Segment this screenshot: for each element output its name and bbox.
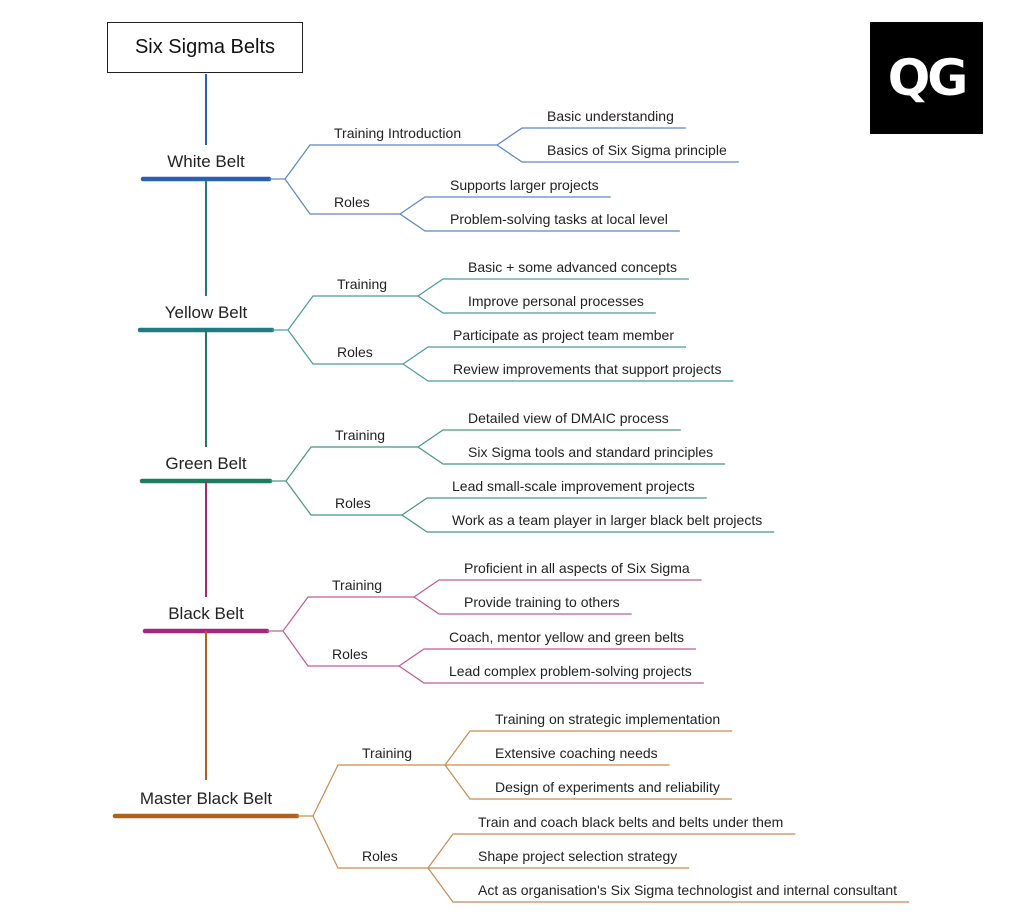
- leaf-label[interactable]: Six Sigma tools and standard principles: [468, 444, 713, 460]
- category-branch: [284, 144, 497, 180]
- category-label[interactable]: Training: [337, 276, 387, 292]
- leaf-label[interactable]: Shape project selection strategy: [478, 848, 677, 864]
- leaf-label[interactable]: Proficient in all aspects of Six Sigma: [464, 560, 690, 576]
- leaf-branch: [417, 429, 681, 448]
- leaf-label[interactable]: Training on strategic implementation: [495, 711, 720, 727]
- leaf-branch: [401, 497, 707, 516]
- category-branch: [284, 178, 400, 215]
- leaf-branch: [413, 579, 702, 598]
- category-label[interactable]: Roles: [335, 495, 371, 511]
- category-label[interactable]: Training: [335, 427, 385, 443]
- category-label[interactable]: Training Introduction: [334, 125, 461, 141]
- leaf-label[interactable]: Act as organisation's Six Sigma technolo…: [478, 882, 897, 898]
- leaf-label[interactable]: Basics of Six Sigma principle: [547, 142, 727, 158]
- category-label[interactable]: Roles: [337, 344, 373, 360]
- category-branch: [312, 815, 428, 869]
- leaf-label[interactable]: Extensive coaching needs: [495, 745, 658, 761]
- leaf-label[interactable]: Lead complex problem-solving projects: [449, 663, 692, 679]
- leaf-label[interactable]: Participate as project team member: [453, 327, 674, 343]
- category-label[interactable]: Roles: [334, 194, 370, 210]
- leaf-branch: [427, 833, 796, 869]
- category-branch: [285, 480, 402, 516]
- category-branch: [287, 329, 403, 365]
- leaf-branch: [399, 196, 611, 215]
- leaf-branch: [496, 144, 739, 163]
- leaf-branch: [413, 596, 632, 615]
- belt-label[interactable]: White Belt: [167, 152, 245, 171]
- leaf-label[interactable]: Review improvements that support project…: [453, 361, 721, 377]
- leaf-label[interactable]: Train and coach black belts and belts un…: [478, 814, 783, 830]
- belt-label[interactable]: Yellow Belt: [165, 303, 248, 322]
- category-branch: [287, 295, 418, 331]
- leaf-branch: [427, 867, 910, 903]
- leaf-label[interactable]: Provide training to others: [464, 594, 620, 610]
- belt-label[interactable]: Green Belt: [165, 454, 247, 473]
- leaf-branch: [444, 730, 733, 766]
- category-branch: [282, 630, 399, 667]
- leaf-label[interactable]: Basic + some advanced concepts: [468, 259, 677, 275]
- belt-label[interactable]: Black Belt: [168, 604, 244, 623]
- category-label[interactable]: Roles: [332, 646, 368, 662]
- leaf-branch: [417, 278, 689, 297]
- leaf-branch: [417, 446, 726, 465]
- leaf-label[interactable]: Work as a team player in larger black be…: [452, 512, 762, 528]
- belt-label[interactable]: Master Black Belt: [140, 789, 273, 808]
- leaf-branch: [402, 346, 686, 365]
- leaf-branch: [402, 363, 734, 382]
- leaf-branch: [444, 764, 732, 800]
- category-label[interactable]: Training: [332, 577, 382, 593]
- root-title[interactable]: Six Sigma Belts: [107, 22, 303, 73]
- leaf-branch: [417, 295, 656, 314]
- leaf-branch: [398, 665, 704, 684]
- leaf-branch: [399, 213, 680, 232]
- category-label[interactable]: Training: [362, 745, 412, 761]
- leaf-label[interactable]: Coach, mentor yellow and green belts: [449, 629, 684, 645]
- leaf-branch: [401, 514, 775, 533]
- leaf-branch: [398, 648, 697, 667]
- leaf-label[interactable]: Detailed view of DMAIC process: [468, 410, 669, 426]
- category-label[interactable]: Roles: [362, 848, 398, 864]
- qg-logo: QG: [870, 22, 983, 134]
- category-branch: [285, 446, 418, 482]
- leaf-label[interactable]: Design of experiments and reliability: [495, 779, 720, 795]
- leaf-label[interactable]: Supports larger projects: [450, 177, 599, 193]
- leaf-branch: [496, 127, 686, 146]
- leaf-label[interactable]: Problem-solving tasks at local level: [450, 211, 668, 227]
- category-branch: [312, 764, 445, 817]
- leaf-label[interactable]: Basic understanding: [547, 108, 674, 124]
- leaf-label[interactable]: Improve personal processes: [468, 293, 644, 309]
- category-branch: [282, 596, 414, 632]
- leaf-label[interactable]: Lead small-scale improvement projects: [452, 478, 695, 494]
